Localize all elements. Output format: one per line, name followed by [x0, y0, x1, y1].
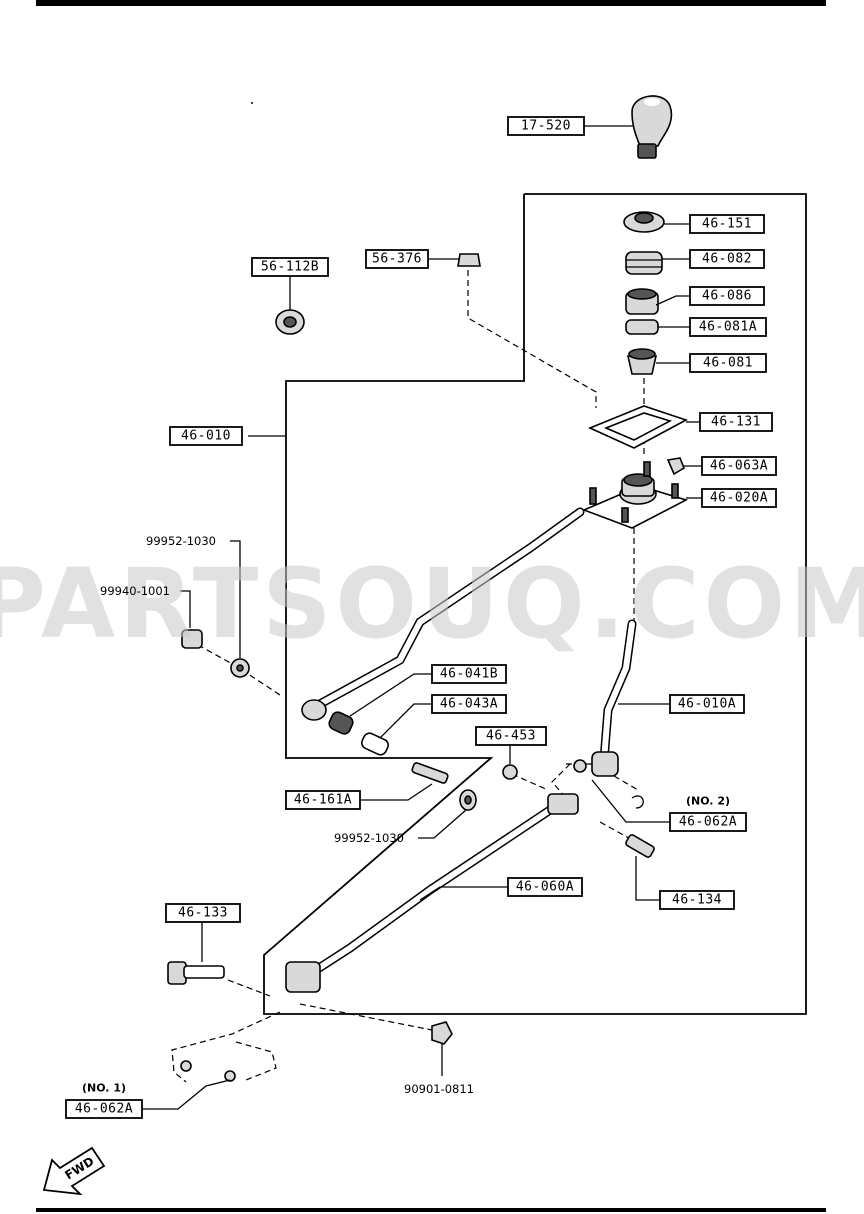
stud-46-161A	[411, 762, 449, 784]
leader-46-043A	[379, 703, 432, 739]
note-no1: (NO. 1)	[82, 1082, 126, 1095]
label-46-151: 46-151	[689, 214, 765, 234]
bolt-46-134	[625, 834, 655, 858]
label-99940-1001: 99940-1001	[100, 584, 170, 598]
ring-46-081A	[625, 319, 659, 335]
leader-46-161A	[360, 783, 433, 801]
label-46-134: 46-134	[659, 890, 735, 910]
dash-56-376	[467, 270, 597, 408]
svg-text:46-010: 46-010	[181, 429, 231, 444]
rod-46-060A	[285, 793, 579, 993]
clip-46-062A-no1	[180, 1060, 236, 1082]
label-17-520: 17-520	[507, 116, 585, 136]
leader-46-062A-no2	[591, 779, 670, 823]
label-90901-0811: 90901-0811	[404, 1082, 474, 1096]
pin-46-133	[167, 961, 225, 985]
shift-rod-46-010A	[591, 619, 637, 777]
label-56-112B: 56-112B	[251, 257, 329, 277]
svg-text:46-081A: 46-081A	[699, 320, 757, 335]
label-46-010A: 46-010A	[669, 694, 745, 714]
svg-text:46-161A: 46-161A	[294, 793, 352, 808]
leader-99940-1001	[180, 590, 191, 628]
leader-46-060A	[419, 886, 508, 901]
bushing-46-041B	[328, 711, 354, 735]
label-46-043A: 46-043A	[431, 694, 507, 714]
label-46-041B: 46-041B	[431, 664, 507, 684]
dash-453-link	[511, 773, 549, 791]
dash-lever-nut	[299, 1003, 433, 1031]
bottom-border-rule	[36, 1208, 826, 1212]
label-46-453: 46-453	[475, 726, 547, 746]
leader-46-062A-no1	[140, 1079, 231, 1110]
dash-133-lever	[227, 979, 271, 997]
svg-text:56-112B: 56-112B	[261, 260, 319, 275]
sleeve-46-043A	[361, 732, 389, 756]
fwd-arrow-icon: FWD	[42, 1146, 106, 1196]
svg-text:46-082: 46-082	[702, 252, 752, 267]
label-46-020A: 46-020A	[701, 488, 777, 508]
seat-46-081	[627, 348, 657, 375]
svg-text:46-010A: 46-010A	[678, 697, 736, 712]
svg-text:46-081: 46-081	[703, 356, 753, 371]
leader-46-134	[635, 856, 660, 901]
washer-99952-1030-upper	[230, 658, 250, 678]
washer-99952-1030-lower	[459, 789, 477, 811]
svg-text:46-131: 46-131	[711, 415, 761, 430]
label-46-081: 46-081	[689, 353, 767, 373]
svg-text:46-060A: 46-060A	[516, 880, 574, 895]
svg-text:46-020A: 46-020A	[710, 491, 768, 506]
label-46-010: 46-010	[169, 426, 243, 446]
leader-46-041B	[349, 673, 432, 717]
label-46-086: 46-086	[689, 286, 765, 306]
label-46-131: 46-131	[699, 412, 773, 432]
svg-text:46-151: 46-151	[702, 217, 752, 232]
label-46-060A: 46-060A	[507, 877, 583, 897]
grommet-56-112B	[275, 309, 305, 335]
label-99952-1030-top: 99952-1030	[146, 534, 216, 548]
svg-text:46-041B: 46-041B	[440, 667, 498, 682]
leader-46-086	[655, 295, 690, 306]
label-46-161A: 46-161A	[285, 790, 361, 810]
label-56-376: 56-376	[365, 249, 429, 269]
svg-text:46-134: 46-134	[672, 893, 722, 908]
clip-46-062A-no2	[573, 759, 644, 809]
stray-mark	[251, 102, 253, 104]
svg-text:46-086: 46-086	[702, 289, 752, 304]
bushing-46-086	[625, 288, 659, 315]
label-46-062A-no2: 46-062A	[669, 812, 747, 832]
bolt-46-063A	[666, 457, 685, 476]
leader-99952-1030-top	[230, 540, 241, 658]
svg-text:56-376: 56-376	[372, 252, 422, 267]
cap-56-376	[457, 253, 481, 267]
leader-99952-1030-bottom	[418, 809, 467, 839]
label-46-062A-no1: 46-062A	[65, 1099, 143, 1119]
note-no2: (NO. 2)	[686, 795, 730, 808]
top-border-rule	[36, 0, 826, 6]
dust-cap-46-151	[623, 211, 665, 233]
label-46-082: 46-082	[689, 249, 765, 269]
nut-90901-0811	[431, 1021, 453, 1045]
svg-text:46-062A: 46-062A	[679, 815, 737, 830]
shift-knob-17-520	[631, 95, 673, 159]
label-46-133: 46-133	[165, 903, 241, 923]
nut-46-453	[502, 764, 518, 780]
label-46-081A: 46-081A	[689, 317, 767, 337]
assembly-frame	[263, 193, 807, 1015]
label-46-063A: 46-063A	[701, 456, 777, 476]
svg-text:46-062A: 46-062A	[75, 1102, 133, 1117]
svg-text:46-453: 46-453	[486, 729, 536, 744]
svg-text:46-063A: 46-063A	[710, 459, 768, 474]
nut-99940-1001	[181, 629, 203, 649]
dash-no1-outline	[171, 1011, 281, 1083]
label-99952-1030-bottom: 99952-1030	[334, 831, 404, 845]
base-46-020A	[581, 461, 689, 529]
gasket-46-131	[587, 405, 689, 449]
shift-rod-46-010	[301, 507, 585, 721]
svg-text:46-133: 46-133	[178, 906, 228, 921]
svg-text:17-520: 17-520	[521, 119, 571, 134]
boot-46-082	[625, 251, 663, 275]
svg-text:46-043A: 46-043A	[440, 697, 498, 712]
watermark-text: PARTSOUQ.COM	[0, 548, 864, 660]
